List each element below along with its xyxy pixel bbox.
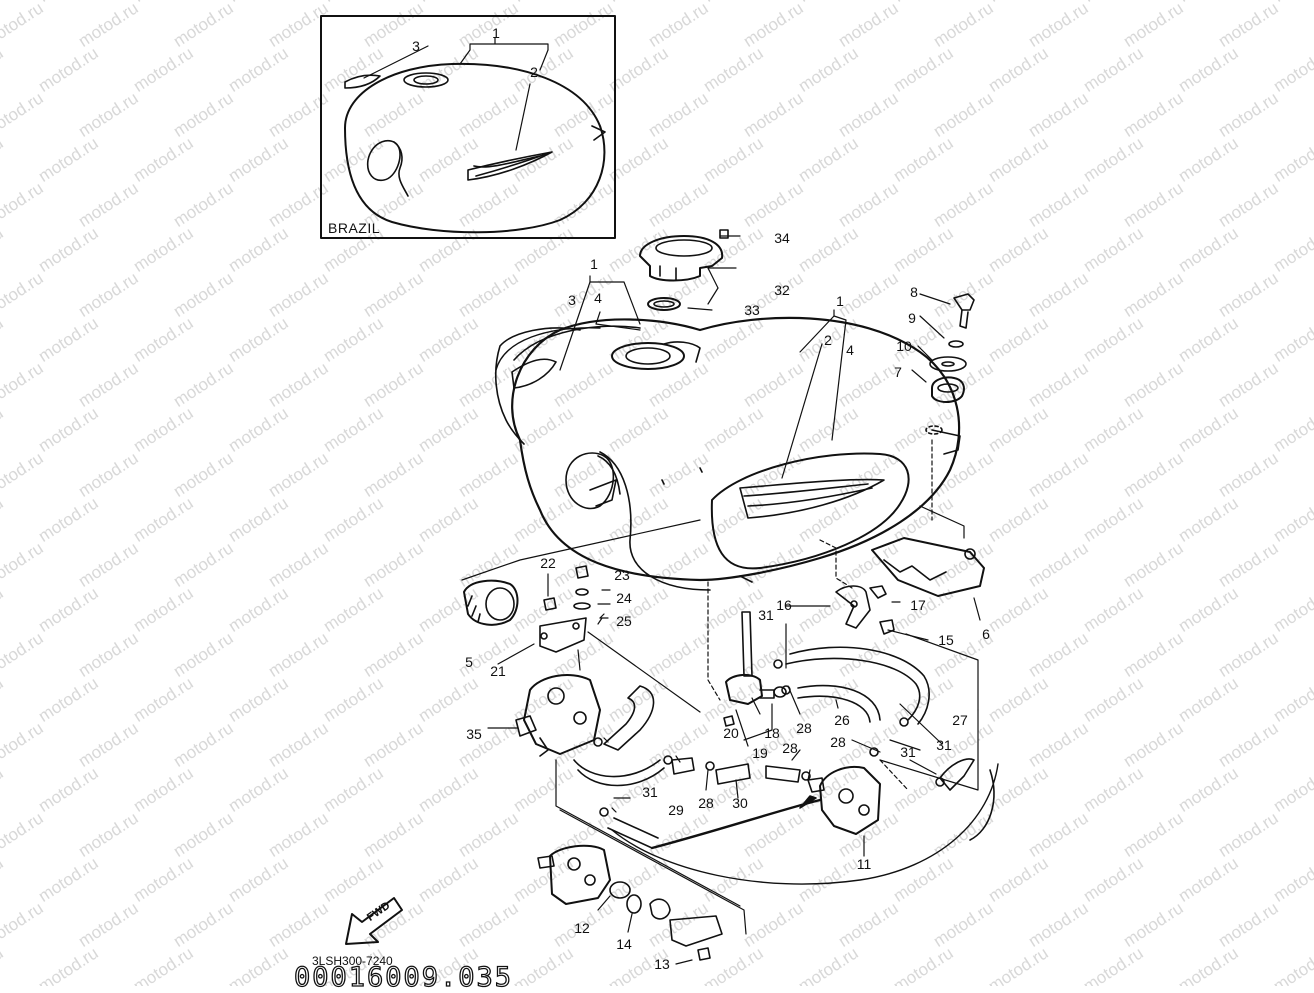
callout-left-1: 1 <box>590 256 598 272</box>
callout-21: 21 <box>490 663 506 679</box>
callout-7: 7 <box>894 364 902 380</box>
callout-inset-3: 3 <box>412 38 420 54</box>
callout-31d: 31 <box>642 784 658 800</box>
callout-31c: 31 <box>900 744 916 760</box>
assembly-leaders <box>461 235 981 965</box>
left-hardware <box>463 565 591 653</box>
fuel-pump <box>515 674 601 757</box>
callout-6: 6 <box>982 626 990 642</box>
fuel-hoses <box>573 646 999 885</box>
callout-28b: 28 <box>782 740 798 756</box>
callout-15: 15 <box>938 632 954 648</box>
callout-left-3: 3 <box>568 292 576 308</box>
callout-31b: 31 <box>936 737 952 753</box>
callout-28a: 28 <box>796 720 812 736</box>
callout-right-2: 2 <box>824 332 832 348</box>
callout-24: 24 <box>616 590 632 606</box>
fuel-cap-assembly <box>639 229 729 311</box>
callout-8: 8 <box>910 284 918 300</box>
callout-13: 13 <box>654 956 670 972</box>
callout-12: 12 <box>574 920 590 936</box>
callout-10: 10 <box>896 338 912 354</box>
front-bracket <box>835 585 895 635</box>
callout-20: 20 <box>723 725 739 741</box>
inset-label: BRAZIL <box>328 220 381 236</box>
callout-34: 34 <box>774 230 790 246</box>
fuel-tank <box>494 316 961 591</box>
catalog-number: 00016009.035 <box>293 961 514 993</box>
callout-18: 18 <box>764 725 780 741</box>
hose-clips <box>593 659 945 817</box>
side-cover <box>495 327 601 371</box>
callout-23: 23 <box>614 567 630 583</box>
callout-31a: 31 <box>758 607 774 623</box>
callout-25: 25 <box>616 613 632 629</box>
callout-28c: 28 <box>830 734 846 750</box>
callout-11: 11 <box>856 856 872 872</box>
fuel-filter-pump <box>807 766 881 835</box>
brazil-inset <box>320 15 616 239</box>
callout-5: 5 <box>465 654 473 670</box>
callout-14: 14 <box>616 936 632 952</box>
callout-right-1: 1 <box>836 293 844 309</box>
lower-relay-group <box>537 809 747 961</box>
rear-bracket <box>871 537 985 597</box>
callout-35: 35 <box>466 726 482 742</box>
callout-17: 17 <box>910 597 926 613</box>
mounting-hardware <box>929 293 975 403</box>
fuel-cock <box>723 611 787 727</box>
callout-26: 26 <box>834 712 850 728</box>
callout-33: 33 <box>744 302 760 318</box>
drawing-code: 3LSH300-7240 <box>312 954 393 968</box>
callout-right-4: 4 <box>846 342 854 358</box>
callout-16: 16 <box>776 597 792 613</box>
callout-left-4: 4 <box>594 290 602 306</box>
callout-28d: 28 <box>698 795 714 811</box>
callout-30: 30 <box>732 795 748 811</box>
callout-9: 9 <box>908 310 916 326</box>
callout-inset-1: 1 <box>492 25 500 41</box>
callout-27: 27 <box>952 712 968 728</box>
callout-22: 22 <box>540 555 556 571</box>
inset-leaders <box>363 37 549 151</box>
fwd-arrow <box>345 897 403 945</box>
callout-29: 29 <box>668 802 684 818</box>
callout-inset-2: 2 <box>530 64 538 80</box>
callout-32: 32 <box>774 282 790 298</box>
callout-19: 19 <box>752 745 768 761</box>
